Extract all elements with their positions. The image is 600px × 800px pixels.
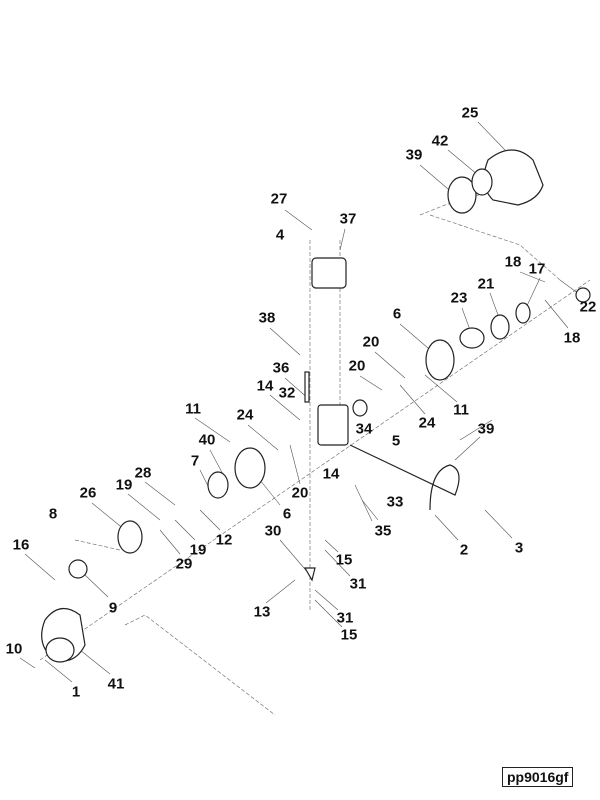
part-label: 18: [504, 253, 522, 271]
part-label: 15: [340, 626, 358, 644]
part-label: 7: [190, 452, 200, 470]
turbine-wheel-part: [68, 559, 88, 579]
part-label: 12: [215, 531, 233, 549]
part-label: 14: [256, 377, 274, 395]
clamp-part: [425, 339, 455, 381]
part-label: 3: [514, 539, 524, 557]
part-label: 19: [189, 541, 207, 559]
part-label: 25: [461, 104, 479, 122]
part-label: 41: [107, 675, 125, 693]
part-label: 42: [431, 132, 449, 150]
backplate-part: [117, 520, 143, 554]
compressor-housing-part: [483, 149, 544, 206]
part-label: 37: [339, 210, 357, 228]
part-label: 39: [405, 146, 423, 164]
part-label: 40: [198, 431, 216, 449]
part-label: 2: [459, 541, 469, 559]
part-label: 24: [236, 406, 254, 424]
center-housing-part: [317, 404, 349, 446]
axis-jog: [419, 189, 496, 216]
part-label: 1: [71, 683, 81, 701]
wheel-part: [575, 287, 591, 303]
part-label: 22: [579, 298, 597, 316]
part-label: 11: [185, 400, 201, 418]
part-label: 28: [134, 464, 152, 482]
part-label: 11: [453, 401, 469, 419]
part-label: 27: [270, 190, 288, 208]
part-label: 15: [335, 551, 353, 569]
part-label: 26: [79, 484, 97, 502]
o-ring-part: [471, 168, 493, 196]
part-label: 20: [291, 484, 309, 502]
part-label: 24: [418, 414, 436, 432]
part-label: 33: [386, 493, 404, 511]
bearing-part: [459, 327, 485, 349]
ring-part: [490, 314, 510, 340]
part-label: 35: [374, 522, 392, 540]
part-label: 20: [348, 357, 366, 375]
part-label: 31: [349, 575, 367, 593]
part-label: 4: [275, 226, 285, 244]
reference-code: pp9016gf: [502, 767, 574, 787]
part-label: 10: [5, 640, 23, 658]
part-label: 32: [278, 384, 296, 402]
part-label: 39: [477, 420, 495, 438]
part-label: 36: [272, 359, 290, 377]
part-label: 21: [477, 275, 495, 293]
part-label: 23: [450, 289, 468, 307]
clamp-part: [234, 447, 266, 489]
part-label: 9: [108, 599, 118, 617]
part-label: 18: [563, 329, 581, 347]
part-label: 6: [392, 305, 402, 323]
axis-jog: [124, 614, 276, 716]
part-label: 34: [355, 420, 373, 438]
o-ring-part: [207, 471, 229, 499]
part-label: 17: [528, 260, 546, 278]
actuator-part: [311, 257, 347, 289]
part-label: 30: [264, 522, 282, 540]
oil-line-part: [349, 444, 460, 511]
ring-part: [515, 302, 531, 324]
part-label: 8: [48, 505, 58, 523]
part-label: 5: [391, 432, 401, 450]
part-label: 14: [322, 465, 340, 483]
part-label: 19: [115, 476, 133, 494]
o-ring-part: [352, 399, 368, 417]
center-axis-line: [39, 279, 591, 661]
part-label: 29: [175, 555, 193, 573]
part-label: 31: [336, 609, 354, 627]
axis-jog: [429, 214, 561, 281]
part-label: 38: [258, 309, 276, 327]
part-label: 20: [362, 333, 380, 351]
part-label: 6: [282, 505, 292, 523]
o-ring-part: [447, 176, 477, 214]
part-label: 16: [12, 536, 30, 554]
part-label: 13: [253, 603, 271, 621]
